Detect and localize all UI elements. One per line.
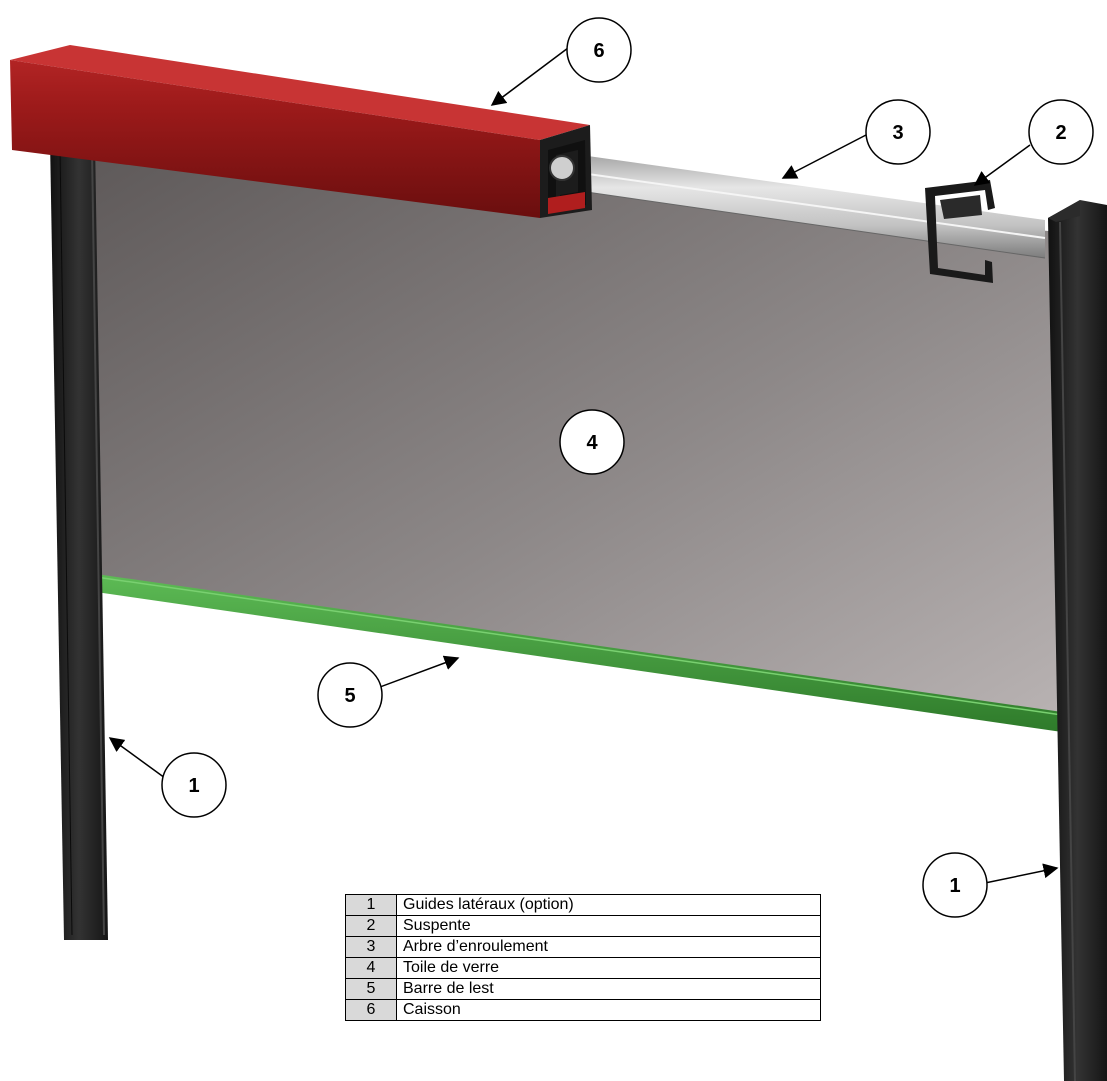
legend-label: Toile de verre: [396, 957, 821, 979]
callout-1-right: 1: [922, 852, 988, 918]
legend-row: 4 Toile de verre: [345, 957, 821, 979]
legend-label: Caisson: [396, 999, 821, 1021]
legend-number: 4: [345, 957, 397, 979]
legend-row: 1 Guides latéraux (option): [345, 894, 821, 916]
legend-row: 3 Arbre d’enroulement: [345, 936, 821, 958]
legend-number: 3: [345, 936, 397, 958]
callout-2: 2: [1028, 99, 1094, 165]
svg-text:2: 2: [1055, 122, 1066, 144]
legend-label: Guides latéraux (option): [396, 894, 821, 916]
svg-text:1: 1: [188, 775, 199, 797]
legend-row: 6 Caisson: [345, 999, 821, 1021]
suspente: [925, 180, 995, 283]
legend-number: 2: [345, 915, 397, 937]
svg-text:4: 4: [586, 432, 598, 454]
callout-5: 5: [317, 662, 383, 728]
legend-number: 1: [345, 894, 397, 916]
legend-number: 5: [345, 978, 397, 1000]
legend-number: 6: [345, 999, 397, 1021]
legend-label: Arbre d’enroulement: [396, 936, 821, 958]
callout-3: 3: [865, 99, 931, 165]
barre-de-lest: [96, 574, 1062, 732]
callout-6: 6: [566, 17, 632, 83]
callout-1-left: 1: [161, 752, 227, 818]
guide-lateral-right: [1048, 200, 1107, 1081]
svg-text:5: 5: [344, 685, 355, 707]
legend-label: Suspente: [396, 915, 821, 937]
callout-4: 4: [559, 409, 625, 475]
svg-text:6: 6: [593, 40, 604, 62]
legend-row: 2 Suspente: [345, 915, 821, 937]
caisson: [10, 45, 592, 218]
legend-row: 5 Barre de lest: [345, 978, 821, 1000]
legend-table: 1 Guides latéraux (option) 2 Suspente 3 …: [345, 894, 821, 1021]
svg-text:1: 1: [949, 875, 960, 897]
guide-lateral-left: [50, 140, 108, 940]
legend-label: Barre de lest: [396, 978, 821, 1000]
svg-text:3: 3: [892, 122, 903, 144]
